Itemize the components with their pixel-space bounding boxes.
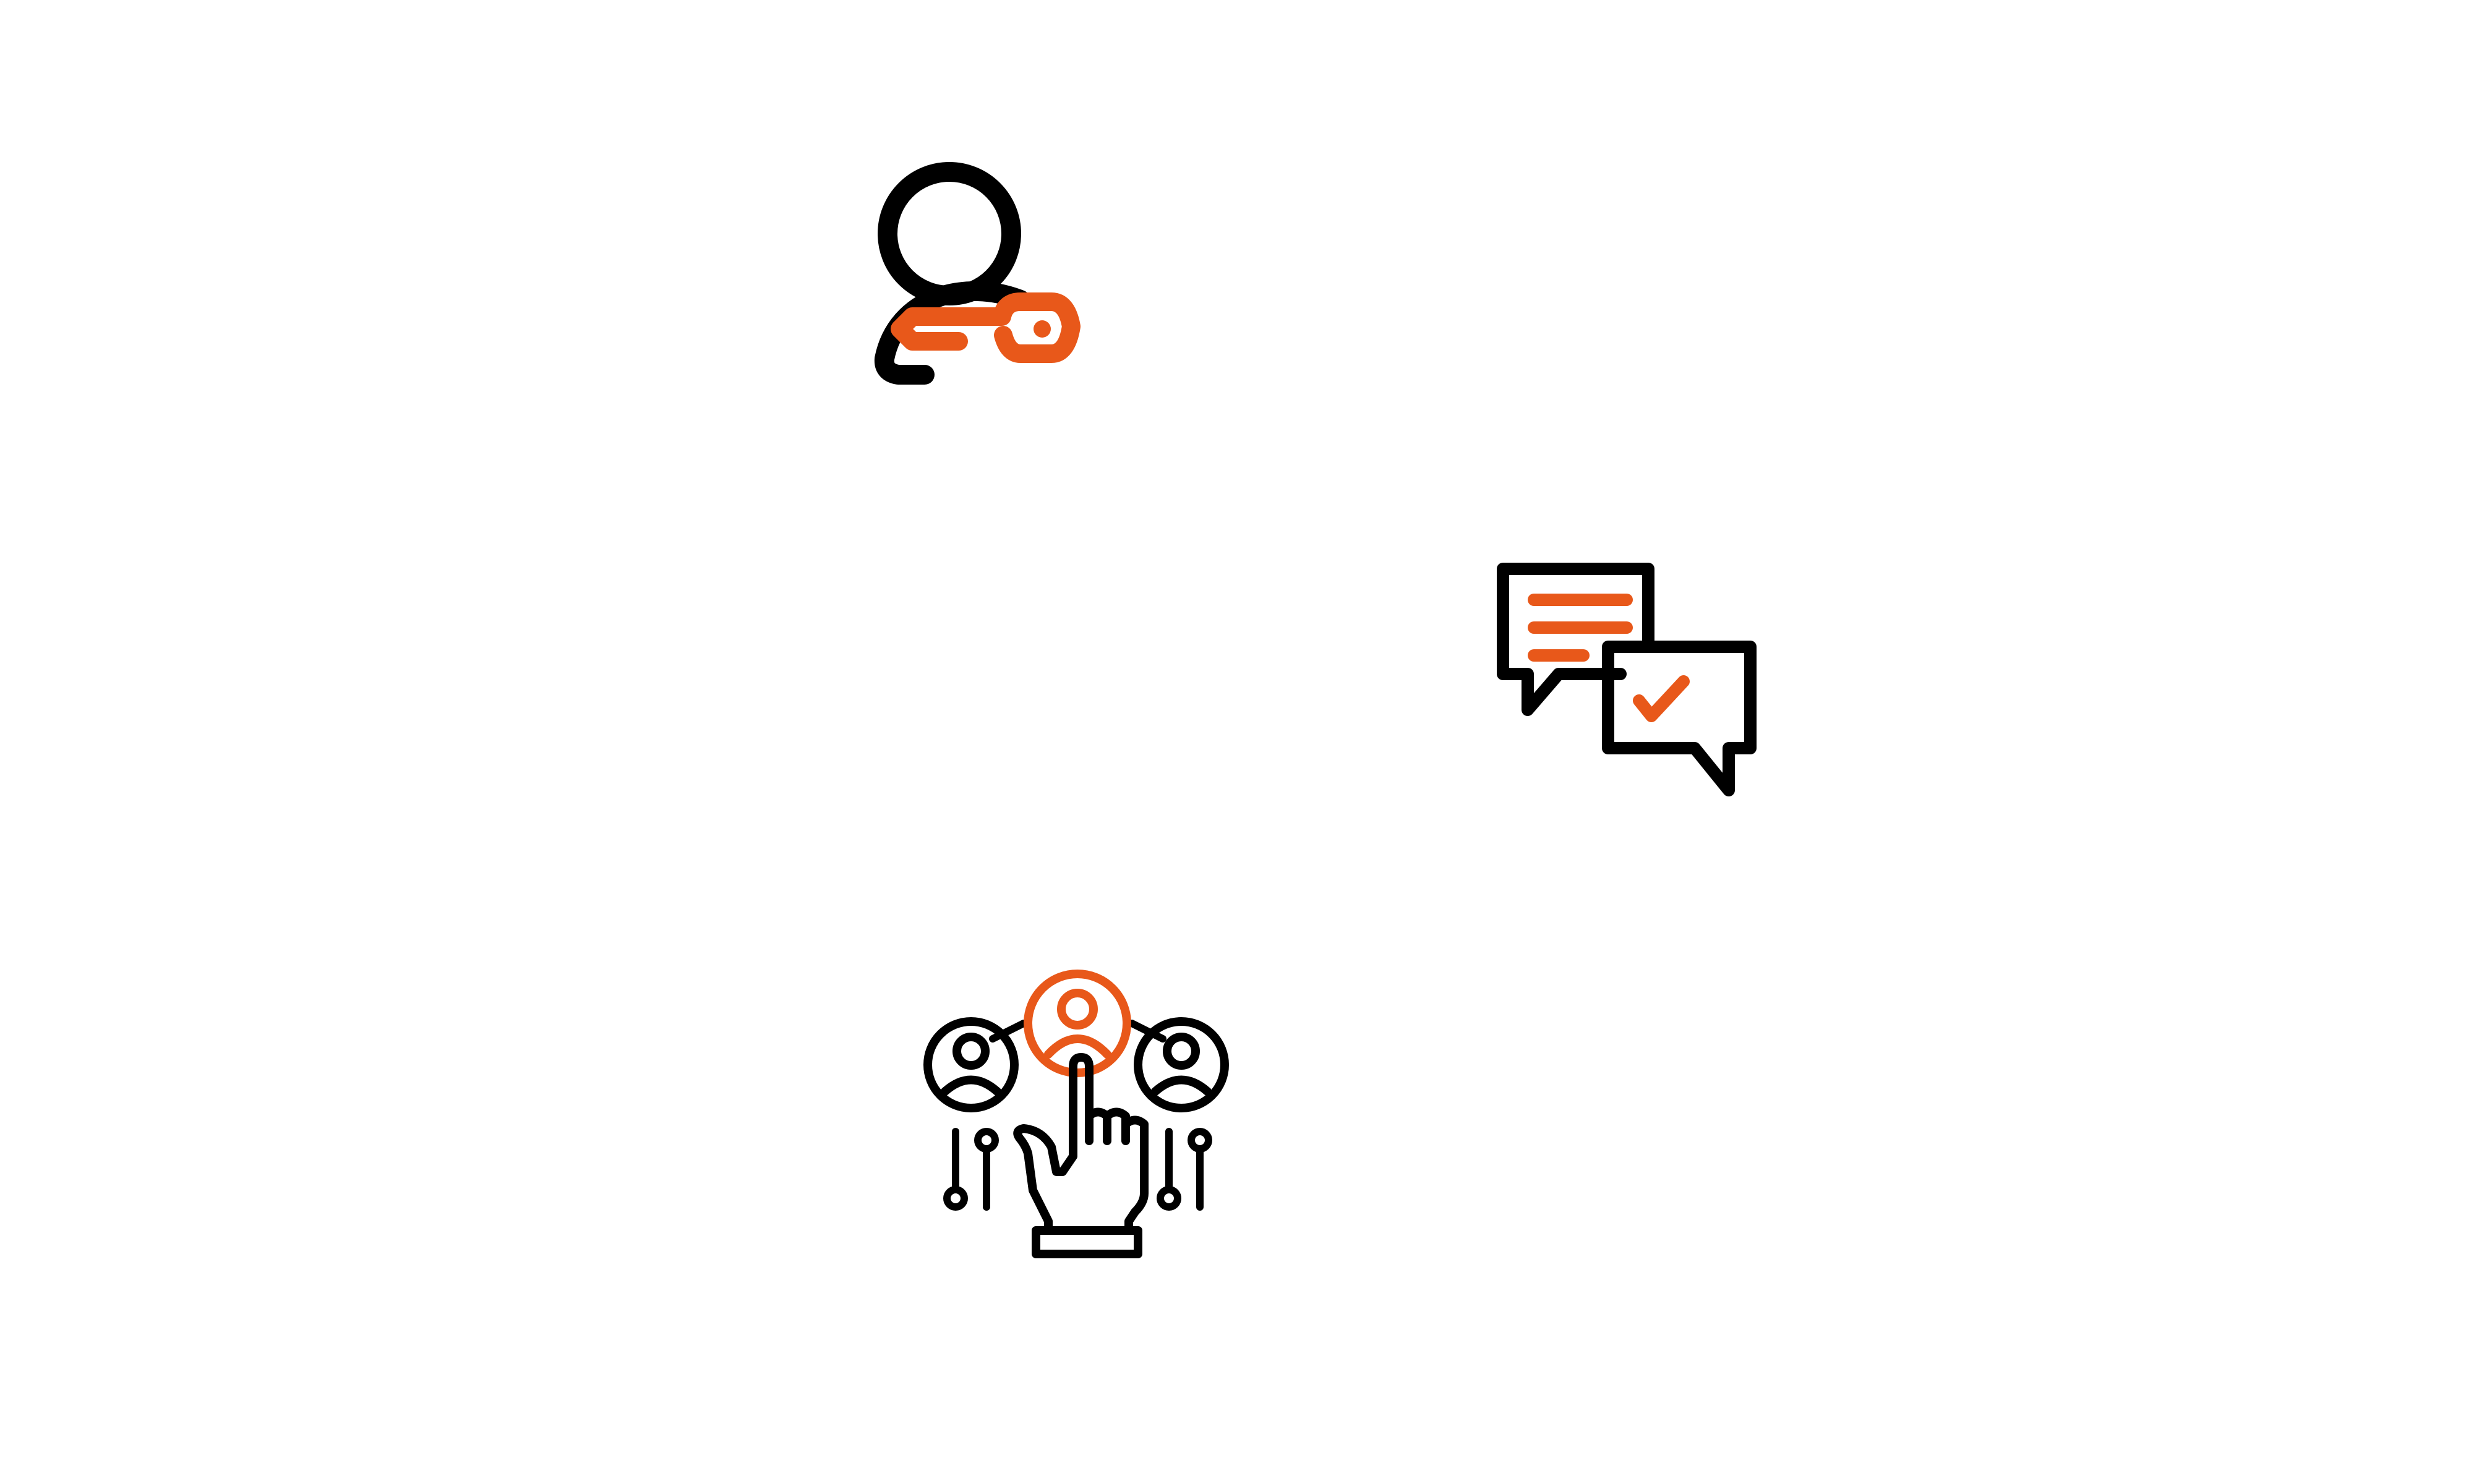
user-node-left bbox=[923, 1017, 1019, 1112]
chat-check-icon bbox=[1497, 563, 1757, 796]
chat-bubble-back-shape bbox=[1497, 563, 1654, 716]
circuit-pins-left bbox=[943, 1128, 999, 1211]
hand-cuff-shape bbox=[1032, 1226, 1142, 1258]
user-node-right bbox=[1134, 1017, 1229, 1112]
check-mark-icon bbox=[1633, 675, 1690, 722]
key-hole-shape bbox=[1034, 320, 1051, 338]
key-shape bbox=[891, 292, 1081, 363]
user-key-icon bbox=[874, 162, 1081, 385]
user-head-shape bbox=[878, 162, 1021, 305]
network-link bbox=[1128, 1020, 1166, 1043]
pointing-hand-shape bbox=[1013, 1053, 1149, 1235]
chat-bubble-front-shape bbox=[1602, 641, 1757, 796]
network-hand-icon bbox=[923, 970, 1229, 1258]
circuit-pins-right bbox=[1157, 1128, 1212, 1211]
